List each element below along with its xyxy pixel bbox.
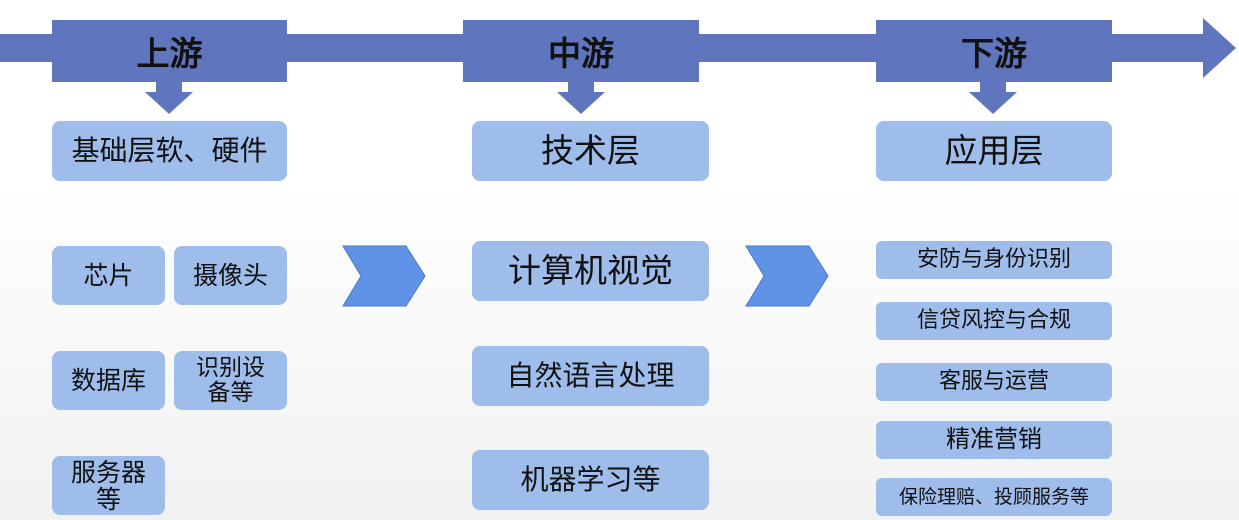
downstream-item-credit-risk: 信贷风控与合规	[876, 302, 1112, 340]
upstream-item-camera: 摄像头	[174, 246, 287, 305]
stage-midstream: 中游	[463, 20, 699, 82]
midstream-item-nlp: 自然语言处理	[472, 346, 709, 406]
downstream-item-insurance: 保险理赔、投顾服务等	[876, 478, 1112, 516]
layer-upstream: 基础层软、硬件	[52, 121, 287, 181]
upstream-item-recognition-device: 识别设备等	[174, 351, 287, 410]
layer-midstream: 技术层	[472, 121, 709, 181]
down-arrow-midstream-head	[557, 92, 605, 114]
midstream-item-computer-vision: 计算机视觉	[472, 241, 709, 301]
down-arrow-midstream-stem	[568, 82, 594, 93]
stage-upstream: 上游	[52, 20, 287, 82]
upstream-item-server: 服务器等	[52, 456, 165, 515]
downstream-item-marketing: 精准营销	[876, 421, 1112, 459]
stage-downstream: 下游	[876, 20, 1112, 82]
chevron-arrow-1	[342, 245, 426, 307]
layer-downstream: 应用层	[876, 121, 1112, 181]
down-arrow-downstream-head	[969, 92, 1017, 114]
flow-arrow-head	[1203, 18, 1236, 78]
down-arrow-downstream-stem	[980, 82, 1006, 93]
down-arrow-upstream-stem	[156, 82, 182, 93]
upstream-item-database: 数据库	[52, 351, 165, 410]
downstream-item-security: 安防与身份识别	[876, 241, 1112, 279]
upstream-item-chip: 芯片	[52, 246, 165, 305]
midstream-item-machine-learning: 机器学习等	[472, 450, 709, 510]
downstream-item-customer-service: 客服与运营	[876, 363, 1112, 401]
down-arrow-upstream-head	[145, 92, 193, 114]
chevron-arrow-2	[745, 245, 829, 307]
